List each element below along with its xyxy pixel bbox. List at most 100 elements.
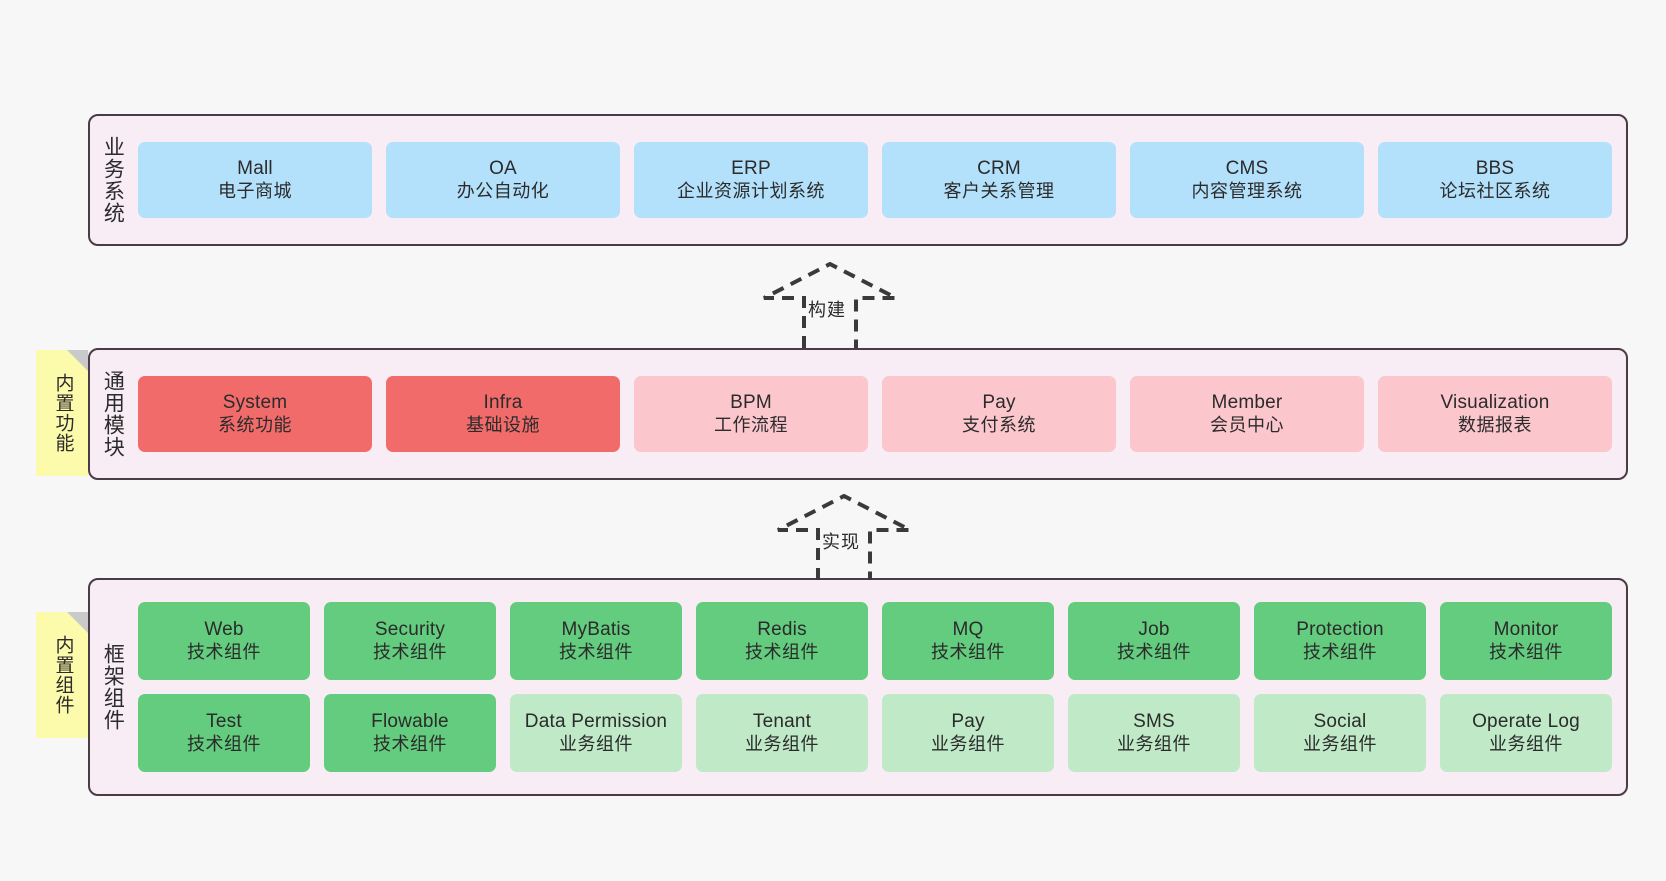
node-title: Social — [1313, 711, 1367, 733]
node-title: CRM — [977, 158, 1021, 180]
sticky-fold-corner-icon — [67, 612, 88, 633]
layer-body-business-system: Mall 电子商城 OA 办公自动化 ERP 企业资源计划系统 CRM 客户关系… — [134, 116, 1626, 244]
node-row: Test 技术组件 Flowable 技术组件 Data Permission … — [138, 694, 1612, 772]
node-row: Web 技术组件 Security 技术组件 MyBatis 技术组件 Redi… — [138, 602, 1612, 680]
node-subtitle: 业务组件 — [745, 733, 819, 754]
node-title: Data Permission — [524, 711, 668, 733]
connector-implement-label: 实现 — [822, 532, 860, 552]
node-subtitle: 技术组件 — [559, 641, 633, 662]
node-monitor[interactable]: Monitor 技术组件 — [1440, 602, 1612, 680]
node-title: Tenant — [752, 711, 812, 733]
node-bpm[interactable]: BPM 工作流程 — [634, 376, 868, 452]
node-subtitle: 技术组件 — [187, 733, 261, 754]
node-title: MyBatis — [561, 619, 631, 641]
node-subtitle: 内容管理系统 — [1191, 180, 1303, 201]
node-subtitle: 数据报表 — [1458, 414, 1532, 435]
node-subtitle: 技术组件 — [931, 641, 1005, 662]
node-title: Monitor — [1493, 619, 1559, 641]
node-cms[interactable]: CMS 内容管理系统 — [1130, 142, 1364, 218]
layer-business-system: 业务系统 Mall 电子商城 OA 办公自动化 ERP 企业资源计划系统 CRM… — [88, 114, 1628, 246]
node-data-permission[interactable]: Data Permission 业务组件 — [510, 694, 682, 772]
node-mall[interactable]: Mall 电子商城 — [138, 142, 372, 218]
node-subtitle: 技术组件 — [1489, 641, 1563, 662]
node-subtitle: 技术组件 — [373, 641, 447, 662]
node-infra[interactable]: Infra 基础设施 — [386, 376, 620, 452]
node-title: Test — [206, 711, 242, 733]
node-member[interactable]: Member 会员中心 — [1130, 376, 1364, 452]
node-subtitle: 办公自动化 — [456, 180, 550, 201]
node-test[interactable]: Test 技术组件 — [138, 694, 310, 772]
node-oa[interactable]: OA 办公自动化 — [386, 142, 620, 218]
sticky-fold-corner-icon — [67, 350, 88, 371]
node-row: System 系统功能 Infra 基础设施 BPM 工作流程 Pay 支付系统… — [138, 376, 1612, 452]
node-visualization[interactable]: Visualization 数据报表 — [1378, 376, 1612, 452]
node-flowable[interactable]: Flowable 技术组件 — [324, 694, 496, 772]
node-subtitle: 业务组件 — [559, 733, 633, 754]
node-protection[interactable]: Protection 技术组件 — [1254, 602, 1426, 680]
node-pay-component[interactable]: Pay 业务组件 — [882, 694, 1054, 772]
node-subtitle: 技术组件 — [1117, 641, 1191, 662]
node-system[interactable]: System 系统功能 — [138, 376, 372, 452]
node-title: Operate Log — [1472, 711, 1580, 733]
node-pay-module[interactable]: Pay 支付系统 — [882, 376, 1116, 452]
node-subtitle: 企业资源计划系统 — [677, 180, 825, 201]
node-title: CMS — [1225, 158, 1269, 180]
node-sms[interactable]: SMS 业务组件 — [1068, 694, 1240, 772]
node-bbs[interactable]: BBS 论坛社区系统 — [1378, 142, 1612, 218]
node-erp[interactable]: ERP 企业资源计划系统 — [634, 142, 868, 218]
node-subtitle: 业务组件 — [1489, 733, 1563, 754]
layer-body-framework-component: Web 技术组件 Security 技术组件 MyBatis 技术组件 Redi… — [134, 580, 1626, 794]
node-title: Security — [374, 619, 446, 641]
node-mybatis[interactable]: MyBatis 技术组件 — [510, 602, 682, 680]
node-subtitle: 支付系统 — [962, 414, 1036, 435]
node-security[interactable]: Security 技术组件 — [324, 602, 496, 680]
node-title: Flowable — [371, 711, 449, 733]
node-operate-log[interactable]: Operate Log 业务组件 — [1440, 694, 1612, 772]
node-subtitle: 基础设施 — [466, 414, 540, 435]
node-title: OA — [489, 158, 517, 180]
layer-title-framework-component: 框架组件 — [101, 643, 125, 731]
node-title: Visualization — [1440, 392, 1550, 414]
node-row: Mall 电子商城 OA 办公自动化 ERP 企业资源计划系统 CRM 客户关系… — [138, 142, 1612, 218]
node-subtitle: 技术组件 — [373, 733, 447, 754]
sticky-note-label: 内置组件 — [52, 635, 74, 715]
node-web[interactable]: Web 技术组件 — [138, 602, 310, 680]
node-title: BPM — [730, 392, 772, 414]
node-job[interactable]: Job 技术组件 — [1068, 602, 1240, 680]
node-subtitle: 会员中心 — [1210, 414, 1284, 435]
layer-title-common-module: 通用模块 — [101, 370, 125, 458]
node-social[interactable]: Social 业务组件 — [1254, 694, 1426, 772]
layer-common-module: 通用模块 System 系统功能 Infra 基础设施 BPM 工作流程 Pay… — [88, 348, 1628, 480]
node-subtitle: 技术组件 — [1303, 641, 1377, 662]
sticky-note-builtin-function: 内置功能 — [36, 350, 88, 476]
node-subtitle: 业务组件 — [1303, 733, 1377, 754]
node-title: Pay — [951, 711, 985, 733]
node-subtitle: 论坛社区系统 — [1439, 180, 1551, 201]
node-title: MQ — [952, 619, 984, 641]
node-tenant[interactable]: Tenant 业务组件 — [696, 694, 868, 772]
node-subtitle: 工作流程 — [714, 414, 788, 435]
node-title: ERP — [731, 158, 771, 180]
layer-body-common-module: System 系统功能 Infra 基础设施 BPM 工作流程 Pay 支付系统… — [134, 350, 1626, 478]
node-title: Pay — [982, 392, 1016, 414]
node-crm[interactable]: CRM 客户关系管理 — [882, 142, 1116, 218]
build-arrow-icon — [763, 261, 897, 348]
node-subtitle: 技术组件 — [187, 641, 261, 662]
node-subtitle: 技术组件 — [745, 641, 819, 662]
node-title: Member — [1211, 392, 1283, 414]
layer-title-business-system: 业务系统 — [101, 136, 125, 224]
node-title: Web — [204, 619, 244, 641]
node-subtitle: 电子商城 — [218, 180, 292, 201]
node-title: Infra — [483, 392, 523, 414]
connector-build: 构建 — [760, 261, 900, 348]
node-mq[interactable]: MQ 技术组件 — [882, 602, 1054, 680]
implement-arrow-icon — [777, 493, 911, 580]
node-title: SMS — [1133, 711, 1175, 733]
node-title: System — [222, 392, 288, 414]
connector-implement: 实现 — [774, 493, 914, 580]
sticky-note-label: 内置功能 — [52, 373, 74, 453]
node-redis[interactable]: Redis 技术组件 — [696, 602, 868, 680]
node-title: BBS — [1475, 158, 1515, 180]
node-subtitle: 系统功能 — [218, 414, 292, 435]
node-subtitle: 业务组件 — [931, 733, 1005, 754]
